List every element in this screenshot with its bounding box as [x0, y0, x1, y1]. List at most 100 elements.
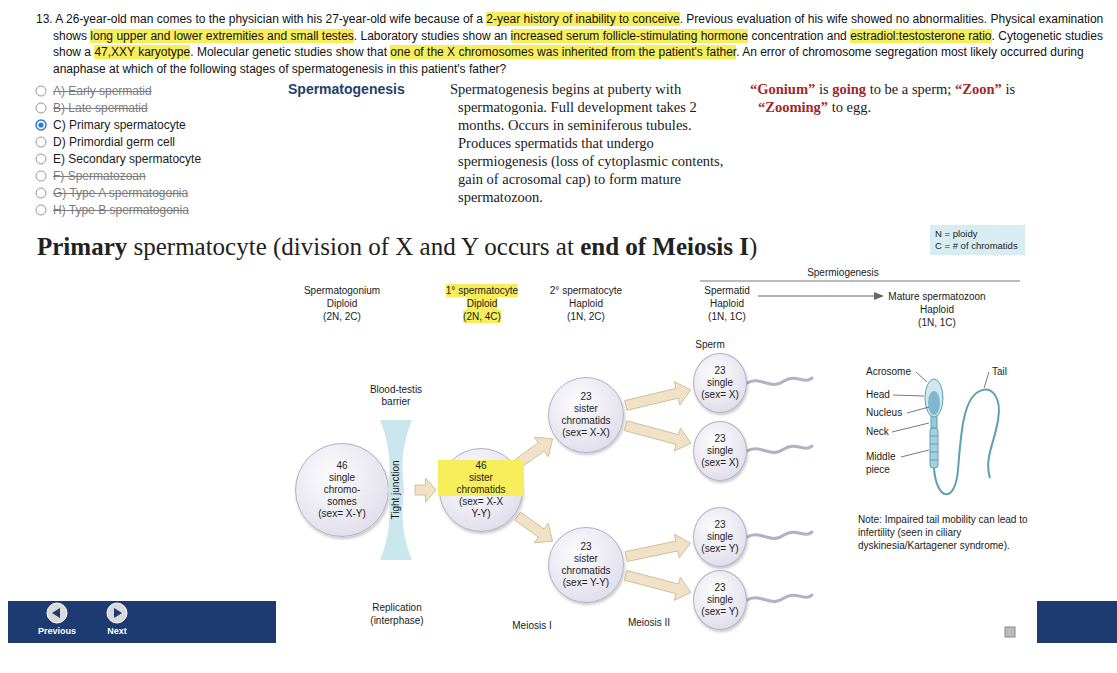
answer-option: G) Type A spermatogonia — [53, 186, 188, 200]
answer-option: F) Spermatozoan — [53, 169, 146, 183]
answer-option: E) Secondary spermatocyte — [53, 152, 201, 166]
part-label: Head — [866, 388, 890, 401]
nav-label: Next — [107, 626, 127, 637]
answer-option: H) Type B spermatogonia — [53, 203, 189, 217]
node-text: (sex= X-Y) — [318, 508, 366, 520]
phase-label: Meiosis I — [512, 619, 551, 632]
answer-option: D) Primordial germ cell — [53, 135, 175, 149]
barrier-outline — [380, 420, 412, 560]
part-label: Nucleus — [866, 406, 902, 419]
node-text: (sex= X-X) — [562, 427, 610, 439]
radio-dot — [38, 122, 43, 127]
leader-line — [892, 423, 929, 432]
sperm-tail — [747, 378, 812, 384]
mnemonic-text: to be a sperm; — [870, 81, 952, 97]
arrow-body — [625, 534, 690, 561]
node-text: 23 single — [694, 582, 746, 606]
node-text: 23 single — [694, 519, 746, 543]
section-heading: Spermatogenesis — [288, 81, 405, 97]
question-text: long upper and lower extremities and sma… — [90, 29, 353, 43]
stage-label: Haploid — [569, 297, 603, 310]
part-label: Middle piece — [866, 450, 902, 476]
stage-label: (2N, 2C) — [323, 310, 361, 323]
nav-arrow — [52, 608, 60, 618]
middle-piece-stripe — [930, 452, 938, 453]
sperm-tail — [747, 595, 812, 601]
cell-circle: 46 sister chromatids(sex= X-X Y-Y) — [439, 448, 523, 532]
mnemonic-text: is — [819, 81, 829, 97]
divider-line — [700, 281, 1020, 282]
node-text: N = ploidy — [935, 228, 1020, 240]
node-text: (sex= Y) — [701, 543, 738, 555]
sperm-tail — [934, 390, 999, 494]
question-text: concentration and — [751, 29, 846, 43]
answer-option: B) Late spermatid — [53, 101, 148, 115]
block-arrow — [515, 512, 553, 543]
question-text: 13. A 26-year-old man comes to the physi… — [36, 12, 483, 26]
text-block: 13. A 26-year-old man comes to the physi… — [36, 11, 1110, 77]
text-block: “Gonium” is going to be a sperm; “Zoon” … — [750, 80, 1028, 116]
part-label: Sperm — [695, 338, 724, 351]
mature-sperm-illustration — [892, 372, 999, 494]
leader-line — [907, 407, 929, 413]
leader-line — [901, 450, 929, 457]
question-text: 47,XXY karyotype — [94, 45, 190, 59]
stage-label: Mature spermatozoon — [888, 290, 985, 303]
explanation-text: Spermatogenesis begins at puberty with s… — [450, 80, 740, 206]
node-text: C = # of chromatids — [935, 240, 1020, 252]
block-arrow — [625, 382, 691, 411]
cell-circle: 46 single chromo- somes(sex= X-Y) — [295, 443, 389, 537]
slide-heading: end of Meiosis I — [580, 233, 749, 260]
block-arrow — [624, 571, 690, 601]
arrow-body — [625, 382, 691, 411]
arrow-body — [415, 478, 436, 502]
leader-line — [984, 372, 989, 388]
radio-button — [36, 86, 46, 96]
node-text: (sex= X-X Y-Y) — [454, 496, 508, 520]
stage-label: (1N, 1C) — [708, 310, 746, 323]
mnemonic-text: “Zoon” — [955, 81, 1002, 97]
leader-line — [916, 372, 927, 382]
nav-bar — [8, 601, 276, 643]
zoom-icon — [1005, 627, 1015, 637]
sperm-neck — [931, 416, 937, 428]
mnemonic-text: going — [832, 81, 866, 97]
arrow-body — [624, 571, 690, 601]
stage-label: Spermatid — [704, 284, 750, 297]
stage-label: Spermiogenesis — [807, 266, 879, 279]
stage-label: (1N, 2C) — [567, 310, 605, 323]
radio-button — [36, 188, 46, 198]
question-text: . Laboratory studies show an — [354, 29, 507, 43]
question-text: one of the X chromosomes was inherited f… — [390, 45, 736, 59]
radio-button — [36, 120, 46, 130]
question-text: 2-year history of inability to conceive — [486, 12, 679, 26]
mnemonic-text: to egg. — [832, 99, 871, 115]
middle-piece-stripe — [930, 436, 938, 437]
radio-buttons — [36, 86, 46, 215]
radio-button — [36, 154, 46, 164]
node-text: (sex= X) — [701, 457, 739, 469]
mnemonic-text: is — [1005, 81, 1015, 97]
sperm-tail — [747, 446, 812, 452]
bottom-bar — [8, 601, 1117, 643]
sperm-tails — [747, 378, 812, 601]
node-text: (sex= X) — [701, 389, 739, 401]
cell-circle: 23 single(sex= X) — [693, 421, 747, 481]
question-text: . Molecular genetic studies show that — [190, 45, 387, 59]
radio-button — [36, 205, 46, 215]
node-text: (sex= Y-Y) — [563, 577, 609, 589]
stage-label: 2° spermatocyte — [550, 284, 622, 297]
block-arrow — [624, 421, 691, 451]
key-box: N = ploidyC = # of chromatids — [930, 225, 1025, 255]
junction-label: Tight junction — [390, 460, 402, 519]
sperm-nucleus — [928, 391, 940, 415]
note-text: Note: Impaired tail mobility can lead to… — [858, 513, 1030, 552]
answer-option: C) Primary spermatocyte — [53, 118, 186, 132]
part-label: Acrosome — [866, 365, 911, 378]
slide-heading: ) — [749, 233, 757, 260]
stage-label: Diploid — [467, 297, 498, 310]
arrow-body — [624, 421, 691, 451]
sperm-tail — [747, 532, 812, 538]
stage-label: Spermatogonium — [304, 284, 380, 297]
